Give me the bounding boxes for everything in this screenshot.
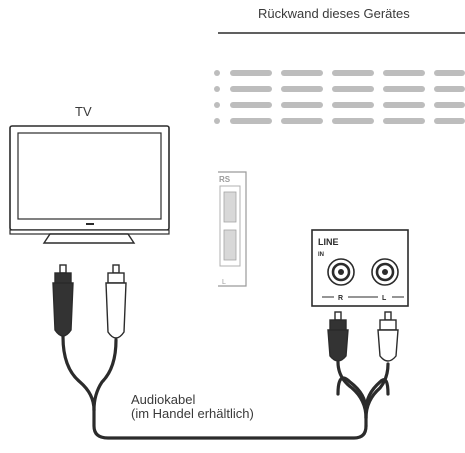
vent-slot [214, 102, 220, 108]
jack-left-label: L [382, 295, 387, 302]
rca-plug-dark-receiver [327, 311, 349, 362]
vent-slot [434, 70, 465, 76]
vent-slot [281, 86, 323, 92]
rca-plug-dark-tv [52, 264, 74, 337]
tv-logo [86, 223, 94, 225]
speaker-terminal-block: RS L [218, 171, 247, 287]
rca-plug-light-tv [105, 264, 127, 339]
tv-stand [42, 233, 136, 244]
ventilation-slots [214, 70, 465, 124]
line-in-title: LINE [318, 237, 339, 247]
line-in-jack-panel: LINE IN R L [311, 229, 409, 307]
vent-slot [281, 102, 323, 108]
vent-slot [332, 118, 374, 124]
cable-fork-right [336, 360, 390, 420]
cable-label-line2: (im Handel erhältlich) [131, 406, 254, 421]
cable-label-line1: Audiokabel [131, 392, 196, 407]
rear-panel-title: Rückwand dieses Gerätes [258, 6, 410, 21]
vent-slot [230, 118, 272, 124]
vent-slot [383, 70, 425, 76]
vent-slot [214, 86, 220, 92]
vent-slot [332, 70, 374, 76]
rca-jack-left [371, 258, 399, 286]
vent-slot [434, 102, 465, 108]
vent-slot [383, 118, 425, 124]
vent-slot [332, 102, 374, 108]
vent-slot [281, 118, 323, 124]
vent-slot [383, 86, 425, 92]
audio-cable [61, 335, 390, 440]
vent-slot [230, 102, 272, 108]
vent-slot [214, 118, 220, 124]
vent-slot [383, 102, 425, 108]
vent-slot [434, 118, 465, 124]
vent-slot [230, 70, 272, 76]
vent-slot [332, 86, 374, 92]
speaker-terminal-sub: L [222, 279, 226, 286]
speaker-terminal-label: RS [219, 175, 231, 184]
jack-right-label: R [338, 295, 343, 302]
vent-slot [434, 86, 465, 92]
line-in-subtitle: IN [318, 252, 324, 258]
vent-slot [214, 70, 220, 76]
tv-screen [17, 132, 162, 220]
vent-slot [281, 70, 323, 76]
tv-illustration [9, 125, 170, 244]
vent-slot [230, 86, 272, 92]
rca-plug-light-receiver [377, 311, 399, 362]
tv-label: TV [75, 104, 92, 119]
rca-jack-right [327, 258, 355, 286]
